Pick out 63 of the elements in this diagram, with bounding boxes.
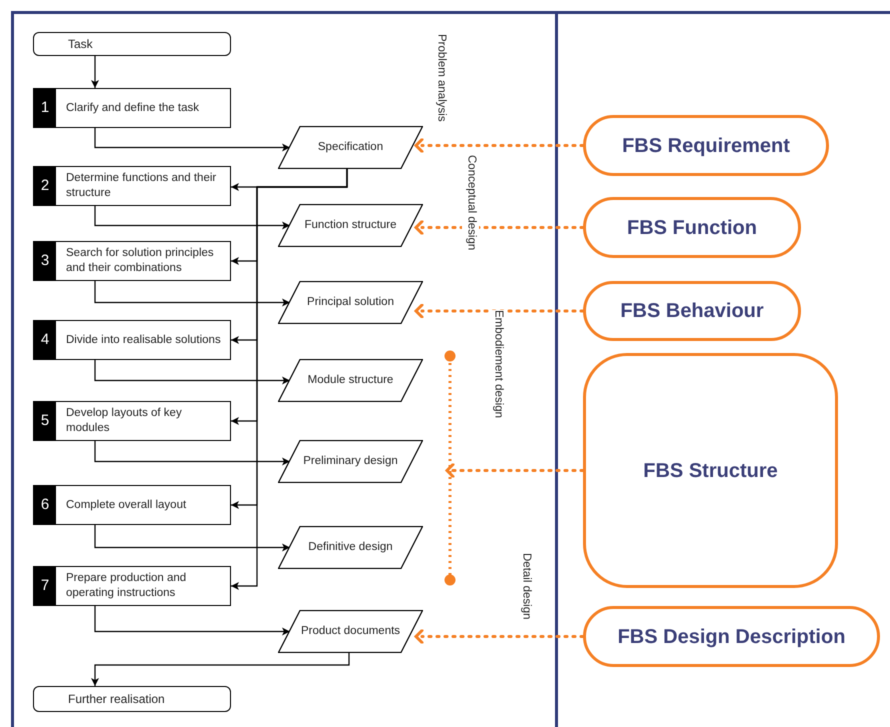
process-step-box (33, 320, 231, 360)
process-step-box (33, 401, 231, 441)
process-step-box (33, 88, 231, 128)
dotted-arrow (414, 138, 584, 153)
pill-text: FBS Design Description (618, 624, 846, 650)
parallelogram-text: Product documents (300, 624, 400, 639)
step-text: Prepare production and operating instructions (65, 571, 188, 601)
phase-label: Conceptual design (462, 155, 480, 250)
flow-arrow (94, 128, 290, 152)
document-parallelogram (278, 526, 423, 569)
flow-arrow (94, 441, 290, 466)
pill-text: FBS Function (627, 216, 757, 240)
step-number: 3 (34, 242, 56, 280)
flow-arrow (91, 653, 350, 686)
flow-arrow (91, 56, 99, 88)
dotted-arrow (414, 220, 584, 235)
flow-arrow (94, 606, 290, 636)
flow-arrow (94, 281, 290, 306)
parallelogram-text: Specification (318, 140, 384, 155)
process-step-box (33, 166, 231, 206)
parallelogram-text: Preliminary design (303, 454, 398, 469)
step-text: Divide into realisable solutions (65, 332, 222, 348)
step-number: 2 (34, 167, 56, 205)
step-text: Clarify and define the task (65, 100, 200, 116)
parallelogram-text: Definitive design (308, 540, 393, 555)
document-parallelogram (278, 204, 423, 247)
step-number: 5 (34, 402, 56, 440)
document-parallelogram (278, 359, 423, 402)
terminal-box (33, 32, 231, 56)
pill-text: FBS Requirement (622, 134, 790, 158)
phase-label: Embodiement design (489, 310, 506, 418)
dotted-arrow (446, 463, 584, 478)
step-text: Search for solution principles and their combinations (65, 246, 215, 276)
document-parallelogram (278, 126, 423, 169)
step-text: Develop layouts of key modules (65, 406, 183, 436)
dotted-arrow (414, 304, 584, 318)
dotted-range-bar (443, 350, 457, 586)
process-step-box (33, 566, 231, 606)
parallelogram-text: Function structure (304, 218, 397, 233)
flow-arrow (94, 360, 290, 384)
document-parallelogram (278, 440, 423, 483)
dotted-arrow (414, 629, 584, 644)
pill-text: FBS Structure (643, 458, 778, 484)
parallelogram-text: Principal solution (307, 294, 394, 310)
step-number: 7 (34, 567, 56, 605)
box-text: Further realisation (68, 691, 165, 708)
pill-text: FBS Behaviour (620, 299, 764, 324)
document-parallelogram (278, 281, 423, 324)
parallelogram-text: Module structure (308, 372, 394, 388)
flow-arrow (94, 525, 290, 552)
flow-arrow (94, 206, 290, 230)
box-text: Task (68, 36, 93, 53)
process-step-box (33, 241, 231, 281)
step-text: Complete overall layout (65, 498, 188, 512)
terminal-box (33, 686, 231, 712)
document-parallelogram (278, 610, 423, 653)
step-number: 4 (34, 321, 56, 359)
step-number: 6 (34, 486, 56, 524)
step-text: Determine functions and their structure (65, 171, 218, 201)
step-number: 1 (34, 89, 56, 127)
flow-arrow (231, 169, 348, 590)
process-step-box (33, 485, 231, 525)
concept-pill (583, 353, 838, 588)
